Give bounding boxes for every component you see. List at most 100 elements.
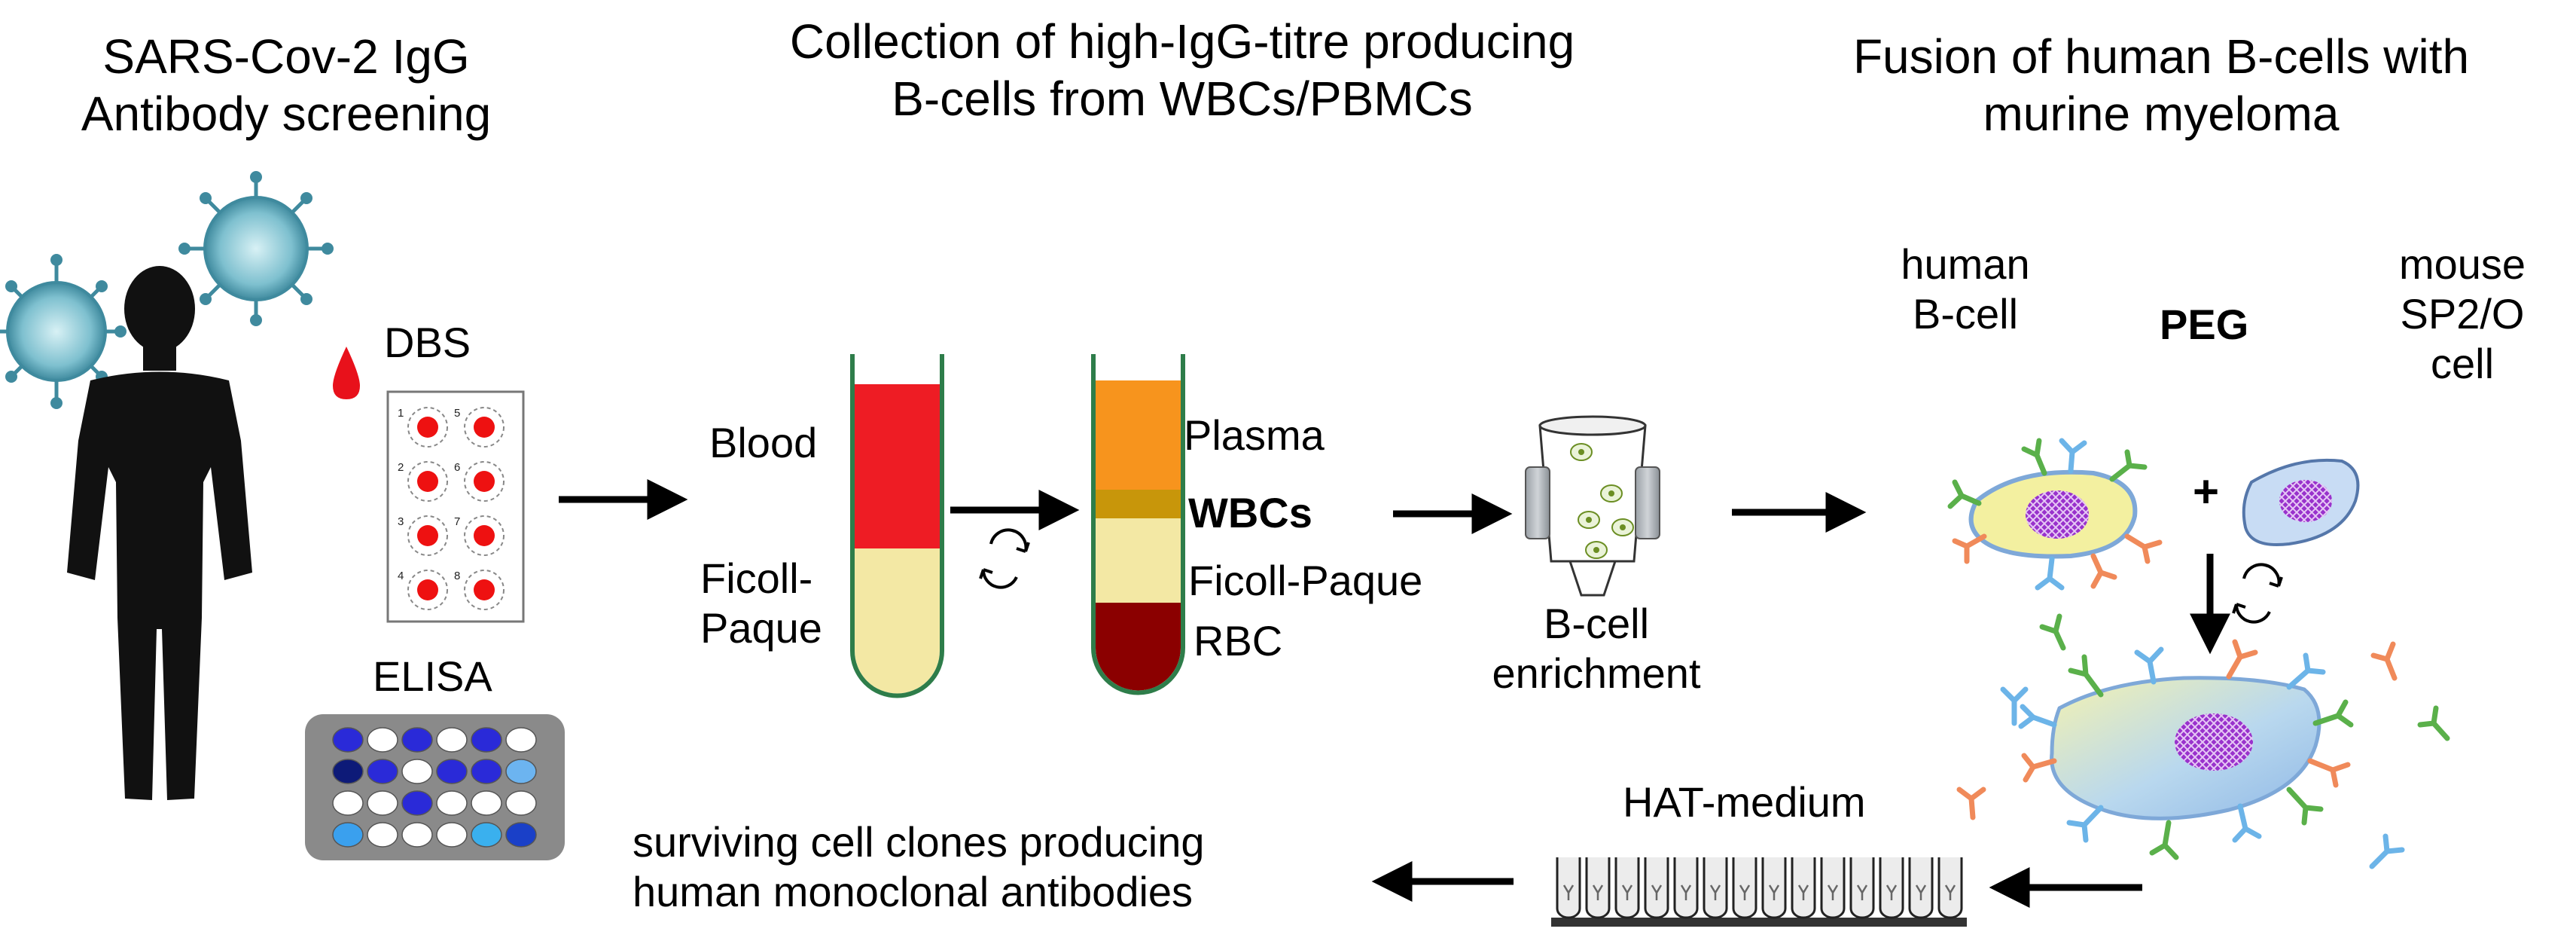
antibody-icon bbox=[1709, 884, 1721, 900]
mouse-cell-line: SP2/O bbox=[2400, 290, 2525, 338]
heading-screening-line: SARS-Cov-2 IgG bbox=[102, 29, 470, 84]
surviving-clones-label: surviving cell clones producing human mo… bbox=[633, 817, 1205, 917]
ficoll-label-line: Ficoll- bbox=[700, 554, 813, 602]
human-silhouette-icon bbox=[67, 266, 252, 800]
spot-number: 7 bbox=[454, 515, 460, 528]
plus-sign: + bbox=[2193, 466, 2220, 517]
human-bcell-icon bbox=[1968, 469, 2138, 559]
hat-well bbox=[1908, 857, 1934, 919]
elisa-well bbox=[367, 759, 398, 784]
spot-number: 6 bbox=[454, 461, 460, 474]
antibody-icon bbox=[1944, 884, 1956, 900]
heading-screening-line: Antibody screening bbox=[81, 86, 492, 141]
blood-drop-icon bbox=[333, 347, 360, 399]
elisa-well bbox=[471, 790, 502, 816]
spot-number: 2 bbox=[398, 461, 404, 474]
spot-number: 3 bbox=[398, 515, 404, 528]
hat-well bbox=[1585, 857, 1611, 919]
virus-left-icon bbox=[0, 254, 127, 409]
elisa-well bbox=[505, 822, 537, 848]
mouse-sp2o-cell-icon bbox=[2242, 458, 2360, 546]
hat-well bbox=[1820, 857, 1846, 919]
elisa-well bbox=[436, 759, 468, 784]
spot-number: 4 bbox=[398, 570, 404, 582]
blood-spot: 7 bbox=[454, 515, 505, 556]
mouse-cell-line: mouse bbox=[2398, 240, 2526, 288]
hybridoma-cell-icon bbox=[2050, 676, 2321, 820]
hat-well bbox=[1849, 857, 1875, 919]
elisa-well bbox=[471, 759, 502, 784]
heading-collection: Collection of high-IgG-titre producing B… bbox=[655, 14, 1709, 127]
antibody-icon bbox=[1856, 884, 1868, 900]
human-bcell-line: human bbox=[1901, 240, 2030, 288]
elisa-label: ELISA bbox=[373, 652, 492, 700]
bcell-enrichment-line: enrichment bbox=[1492, 649, 1701, 698]
elisa-well bbox=[436, 822, 468, 848]
surviving-clones-line: human monoclonal antibodies bbox=[633, 868, 1193, 916]
heading-screening: SARS-Cov-2 IgG Antibody screening bbox=[45, 29, 527, 142]
hat-well bbox=[1703, 857, 1728, 919]
elisa-well bbox=[471, 822, 502, 848]
elisa-well bbox=[332, 759, 364, 784]
antibody-icon bbox=[1797, 884, 1809, 900]
heading-fusion-line: murine myeloma bbox=[1983, 86, 2340, 141]
hat-well bbox=[1673, 857, 1699, 919]
elisa-plate bbox=[305, 714, 565, 860]
heading-fusion-line: Fusion of human B-cells with bbox=[1852, 29, 2470, 84]
antibody-icon bbox=[1827, 884, 1839, 900]
human-bcell-label: human B-cell bbox=[1852, 240, 2078, 339]
antibody-icon bbox=[1592, 884, 1604, 900]
hat-medium-label: HAT-medium bbox=[1623, 778, 1866, 826]
tube-separated-layers bbox=[1091, 354, 1185, 695]
blood-label: Blood bbox=[709, 419, 818, 466]
elisa-well bbox=[505, 759, 537, 784]
antibody-icon bbox=[1680, 884, 1692, 900]
elisa-well bbox=[332, 727, 364, 753]
elisa-well bbox=[401, 790, 433, 816]
elisa-well bbox=[332, 822, 364, 848]
antibody-icon bbox=[1739, 884, 1751, 900]
bcell-enrichment-line: B-cell bbox=[1543, 600, 1650, 647]
elisa-well bbox=[367, 790, 398, 816]
blood-spot: 8 bbox=[454, 570, 505, 610]
virus-right-icon bbox=[178, 171, 334, 326]
blood-spot: 1 bbox=[398, 407, 448, 448]
antibody-icon bbox=[1621, 884, 1633, 900]
antibody-icon bbox=[1768, 884, 1780, 900]
plasma-label: Plasma bbox=[1184, 411, 1325, 459]
blood-spot: 5 bbox=[454, 407, 505, 448]
mouse-cell-line: cell bbox=[2430, 340, 2495, 388]
hybridoma-antibody-icons bbox=[2018, 639, 2354, 860]
mouse-cell-label: mouse SP2/O cell bbox=[2364, 240, 2560, 389]
heading-collection-line: B-cells from WBCs/PBMCs bbox=[892, 71, 1473, 126]
elisa-well bbox=[436, 790, 468, 816]
elisa-well bbox=[401, 759, 433, 784]
spot-number: 5 bbox=[454, 407, 460, 420]
dbs-label: DBS bbox=[384, 319, 471, 366]
ficoll-label-line: Paque bbox=[700, 604, 822, 652]
spot-number: 8 bbox=[454, 570, 460, 582]
wbcs-label: WBCs bbox=[1188, 489, 1312, 536]
human-bcell-line: B-cell bbox=[1912, 290, 2019, 338]
tube-blood-ficoll bbox=[850, 354, 944, 698]
rbc-label: RBC bbox=[1193, 617, 1283, 664]
centrifuge-icon bbox=[979, 528, 1030, 589]
hat-well bbox=[1614, 857, 1640, 919]
bcell-enrichment-label: B-cell enrichment bbox=[1476, 599, 1717, 698]
hat-well bbox=[1556, 857, 1581, 919]
hat-well bbox=[1732, 857, 1757, 919]
ficoll-label-left: Ficoll- Paque bbox=[700, 554, 822, 653]
antibody-icon bbox=[1651, 884, 1663, 900]
blood-spot: 2 bbox=[398, 461, 448, 502]
peg-label: PEG bbox=[2160, 301, 2249, 348]
elisa-well bbox=[367, 822, 398, 848]
ficoll-paque-label: Ficoll-Paque bbox=[1188, 557, 1423, 604]
elisa-well bbox=[401, 822, 433, 848]
elisa-well bbox=[471, 727, 502, 753]
hat-well bbox=[1937, 857, 1963, 919]
hat-medium-plate-icon bbox=[1551, 857, 1967, 927]
blood-spot: 6 bbox=[454, 461, 505, 502]
heading-collection-line: Collection of high-IgG-titre producing bbox=[789, 14, 1575, 69]
